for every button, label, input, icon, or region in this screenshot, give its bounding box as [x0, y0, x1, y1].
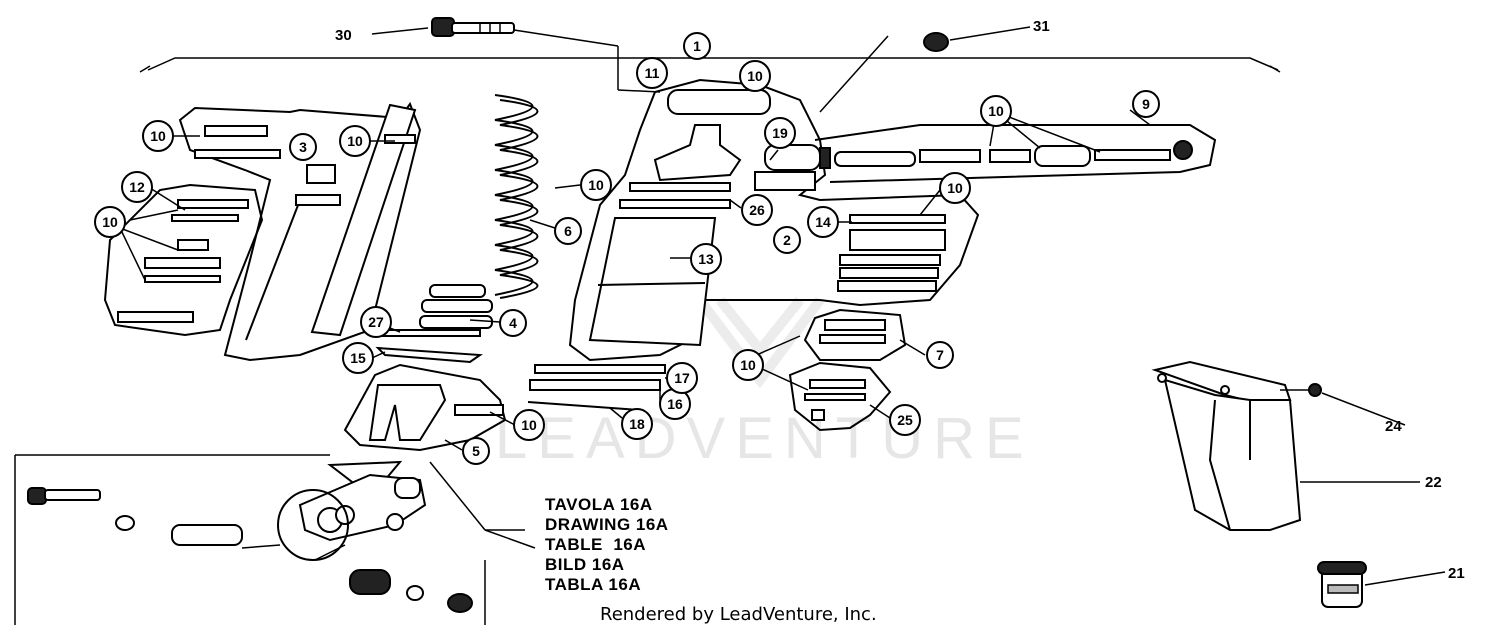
svg-text:10: 10 — [150, 128, 166, 144]
svg-text:11: 11 — [645, 65, 660, 81]
callout-6: 6 — [554, 217, 582, 245]
svg-text:27: 27 — [368, 314, 384, 330]
svg-text:12: 12 — [129, 179, 145, 195]
seals-7-25 — [788, 308, 907, 432]
callout-16: 16 — [659, 388, 691, 420]
shaft-9 — [764, 124, 1217, 183]
nut-31 — [819, 26, 1031, 113]
svg-text:14: 14 — [815, 214, 831, 230]
callout-10-c: 10 — [339, 125, 371, 157]
label-30: 30 — [335, 27, 352, 44]
legend-line: DRAWING 16A — [545, 515, 669, 534]
callout-12: 12 — [121, 171, 153, 203]
svg-text:17: 17 — [674, 370, 690, 386]
axle-assembly — [14, 454, 536, 625]
callout-10-g: 10 — [939, 172, 971, 204]
cap-21 — [1317, 561, 1446, 608]
svg-text:10: 10 — [347, 133, 363, 149]
callout-10-f: 10 — [980, 95, 1012, 127]
callout-25: 25 — [889, 404, 921, 436]
fender-22 — [1151, 360, 1420, 531]
label-24: 24 — [1385, 418, 1402, 435]
svg-text:16: 16 — [667, 396, 683, 412]
drawing-legend: TAVOLA 16A DRAWING 16A TABLE 16A BILD 16… — [545, 495, 669, 595]
svg-text:2: 2 — [783, 232, 791, 248]
tubes-16-17-18 — [527, 364, 666, 411]
rendered-by-footer: Rendered by LeadVenture, Inc. — [600, 604, 877, 625]
svg-text:6: 6 — [564, 223, 572, 239]
callout-13: 13 — [690, 243, 722, 275]
callout-26: 26 — [741, 194, 773, 226]
legend-line: TABLE 16A — [545, 535, 647, 554]
svg-text:10: 10 — [102, 214, 118, 230]
callout-15: 15 — [342, 342, 374, 374]
label-31: 31 — [1033, 18, 1050, 35]
legend-line: BILD 16A — [545, 555, 625, 574]
callout-27: 27 — [360, 306, 392, 338]
legend-line: TAVOLA 16A — [545, 495, 653, 514]
svg-text:15: 15 — [350, 350, 366, 366]
label-21: 21 — [1448, 565, 1465, 582]
svg-text:26: 26 — [749, 202, 765, 218]
callout-10-e: 10 — [580, 169, 612, 201]
svg-text:10: 10 — [588, 177, 604, 193]
callout-3: 3 — [289, 133, 317, 161]
left-fork-leg — [103, 101, 422, 362]
body-2 — [568, 78, 980, 362]
lower-yoke-5 — [343, 363, 507, 452]
svg-text:7: 7 — [936, 347, 944, 363]
svg-text:1: 1 — [693, 38, 701, 54]
watermark-text: LEADVENTURE — [495, 406, 1034, 471]
label-22: 22 — [1425, 474, 1442, 491]
callout-17: 17 — [666, 362, 698, 394]
callout-2: 2 — [773, 226, 801, 254]
callout-10-b: 10 — [142, 120, 174, 152]
svg-text:19: 19 — [772, 125, 788, 141]
callout-1: 1 — [683, 32, 711, 60]
svg-text:10: 10 — [947, 180, 963, 196]
svg-text:18: 18 — [629, 416, 645, 432]
callout-4: 4 — [499, 309, 527, 337]
callout-10-h: 10 — [732, 349, 764, 381]
callout-7: 7 — [926, 341, 954, 369]
watermark: LEADVENTURE — [495, 296, 1034, 471]
svg-text:10: 10 — [747, 68, 763, 84]
callout-19: 19 — [764, 117, 796, 149]
svg-text:10: 10 — [740, 357, 756, 373]
spacers-4 — [375, 284, 493, 364]
svg-text:4: 4 — [509, 315, 517, 331]
assembly-bracket — [139, 57, 1281, 73]
svg-text:3: 3 — [299, 139, 307, 155]
callout-10-d: 10 — [94, 206, 126, 238]
callout-14: 14 — [807, 206, 839, 238]
bolt-30 — [371, 17, 661, 93]
svg-text:10: 10 — [521, 417, 537, 433]
callout-10-i: 10 — [513, 409, 545, 441]
callout-9: 9 — [1132, 90, 1160, 118]
svg-text:9: 9 — [1142, 96, 1150, 112]
callout-10-a: 10 — [739, 60, 771, 92]
callout-18: 18 — [621, 408, 653, 440]
callout-11: 11 — [636, 57, 668, 89]
legend-line: TABLA 16A — [545, 575, 642, 594]
spring-6 — [494, 94, 539, 299]
callout-5: 5 — [462, 437, 490, 465]
svg-text:25: 25 — [897, 412, 913, 428]
svg-text:13: 13 — [698, 251, 714, 267]
svg-text:10: 10 — [988, 103, 1004, 119]
svg-text:5: 5 — [472, 443, 480, 459]
